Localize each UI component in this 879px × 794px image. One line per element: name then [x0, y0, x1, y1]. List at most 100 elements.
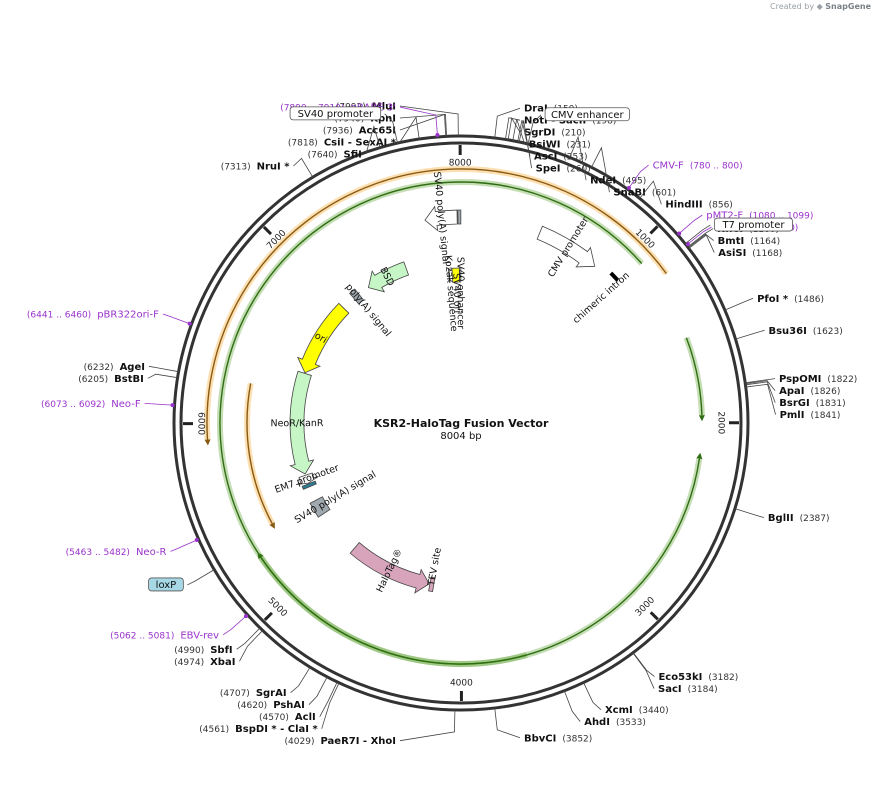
site-bstbi-leader — [147, 373, 178, 379]
site-bsrgi-label: BsrGI (1831) — [779, 398, 845, 409]
box-cmv-enhancer-frame — [544, 107, 630, 122]
site-bsrgi-name: BsrGI — [779, 398, 809, 409]
site-ahdi-leader — [563, 690, 581, 722]
site-ndei-label: NdeI(495) — [590, 176, 646, 187]
site-sgrai-coordinate: (4707) — [220, 689, 250, 699]
feature-sv40-poly-a-signal-box — [309, 496, 331, 518]
site-eco53ki-name: Eco53kI — [658, 672, 702, 683]
site-mlui-leader — [399, 105, 459, 137]
site-bglii-label: BglII(2387) — [768, 513, 830, 524]
site-bbvci-coordinate: (3852) — [562, 734, 592, 744]
site-xcmi-label: XcmI(3440) — [605, 705, 669, 716]
site-paer7i-xhoi-coordinate: (4029) — [285, 737, 315, 747]
site-sbfi-leader — [236, 627, 261, 650]
site-bbvci-leader — [494, 707, 521, 739]
site-bsiwi-name: BsiWI — [529, 140, 561, 151]
site-acli-name: AclI — [295, 712, 316, 723]
site-saci-coordinate: (3184) — [688, 685, 718, 695]
site-bspdi-clai-name: BspDI * - ClaI * — [235, 724, 318, 735]
feature-ori-arrow — [296, 302, 350, 374]
feature-cmv-promoter-label: CMV promoter — [546, 215, 591, 279]
backbone — [172, 134, 750, 712]
site-snabi-label: SnaBI(601) — [613, 188, 676, 199]
primer-neo-f-marker — [170, 403, 175, 408]
site-saci-leader — [632, 652, 655, 689]
site-pmli-coordinate: (1841) — [810, 411, 840, 421]
site-hindiii-name: HindIII — [665, 200, 702, 211]
site-csii-sexai-coordinate: (7818) — [288, 139, 318, 149]
site-acli-coordinate: (4570) — [259, 713, 289, 723]
box-t7-promoter-label: T7 promoter — [721, 220, 785, 231]
orf-glow-2 — [683, 336, 705, 416]
site-mlui-name: MluI — [372, 102, 396, 113]
orf-arc-4 — [260, 556, 527, 665]
site-spei-leader — [518, 120, 533, 169]
site-asisi-leader — [688, 234, 715, 253]
site-kpni-leader — [399, 113, 447, 137]
restriction-sites: (7992)MluI(7940)KpnI(7936)Acc65I(7818)Cs… — [27, 102, 857, 748]
site-sgrdi-coordinate: (210) — [561, 129, 585, 139]
feature-neor-kanr-label: NeoR/KanR — [270, 418, 324, 429]
site-nrui-name: NruI * — [257, 162, 291, 173]
site-xbai-name: XbaI — [210, 657, 235, 668]
site-saci-name: SacI — [658, 684, 682, 695]
site-bsu36i-coordinate: (1623) — [813, 327, 843, 337]
snapgene-logo-icon: ◆ — [816, 2, 823, 11]
site-bglii-leader — [734, 508, 765, 518]
site-pshai-label: (4620)PshAI — [237, 700, 305, 711]
primer-pmt2-f-label: pMT2-F(1080 .. 1099) — [706, 211, 813, 222]
feature-chimeric-intron-bar — [609, 271, 620, 282]
site-noti-sacii-coordinate: (198) — [592, 117, 616, 127]
site-paer7i-xhoi-name: PaeR7I - XhoI — [320, 736, 396, 747]
primer-pmt2-f-name: pMT2-F — [706, 211, 743, 222]
primer-neo-r-coordinate: (5463 .. 5482) — [66, 548, 130, 558]
primer-pbr322ori-f-label: (6441 .. 6460)pBR322ori-F — [27, 310, 159, 321]
site-paer7i-xhoi-label: (4029) PaeR7I - XhoI — [285, 736, 396, 747]
feature-sv40-ori-box — [451, 267, 460, 283]
site-acc65i-name: Acc65I — [359, 126, 396, 137]
primer-pmt2-f-leader — [677, 214, 703, 236]
site-noti-sacii-label: NotI - SacII(198) — [524, 116, 616, 127]
site-bsrgi-coordinate: (1831) — [816, 399, 846, 409]
site-nrui-coordinate: (7313) — [221, 163, 251, 173]
site-acli-leader — [319, 681, 338, 717]
site-eco53ki-leader — [632, 652, 655, 677]
credit-brand: SnapGene — [825, 2, 871, 11]
site-xbai-coordinate: (4974) — [174, 658, 204, 668]
site-bsrgi-leader — [745, 381, 776, 403]
site-apai-leader — [745, 380, 776, 391]
site-ndei-name: NdeI — [590, 176, 616, 187]
feature-poly-a-signal-box — [349, 288, 365, 305]
primer-cmv-f-name: CMV-F — [653, 161, 684, 172]
site-bbvci-name: BbvCI — [524, 733, 556, 744]
primer-ebv-rev-leader — [222, 614, 248, 636]
site-csii-sexai-name: CsiI - SexAI * — [324, 138, 397, 149]
site-ahdi-name: AhdI — [584, 717, 610, 728]
orf-arc-3 — [246, 383, 273, 524]
site-spei-label: SpeI(260) — [536, 164, 591, 175]
site-bsiwi-label: BsiWI(231) — [529, 140, 591, 151]
site-asci-coordinate: (253) — [563, 153, 587, 163]
center-label: KSR2-HaloTag Fusion Vector 8004 bp — [374, 417, 549, 442]
site-hindiii-coordinate: (856) — [709, 201, 733, 211]
feature-ori-label: ori — [312, 330, 328, 346]
site-hindiii-leader — [639, 180, 662, 205]
site-bspdi-clai-label: (4561)BspDI * - ClaI * — [199, 724, 318, 735]
site-bstbi-coordinate: (6205) — [78, 375, 108, 385]
site-snabi-name: SnaBI — [613, 188, 645, 199]
site-pfoi-label: PfoI *(1486) — [757, 294, 824, 305]
site-asisi-label: AsiSI(1168) — [718, 248, 782, 259]
site-spei-name: SpeI — [536, 164, 561, 175]
site-apai-coordinate: (1826) — [810, 387, 840, 397]
primer-pbabe-3-marker — [435, 132, 440, 137]
feature-tev-site-label: TEV site — [426, 547, 444, 588]
site-pfoi-coordinate: (1486) — [794, 295, 824, 305]
site-bstbi-name: BstBI — [114, 374, 144, 385]
site-asci-name: AscI — [534, 152, 557, 163]
site-sgrai-name: SgrAI — [256, 688, 287, 699]
tick-label-2000: 2000 — [716, 411, 726, 434]
primer-neo-f-name: Neo-F — [111, 399, 141, 410]
site-asisi-coordinate: (1168) — [752, 249, 782, 259]
